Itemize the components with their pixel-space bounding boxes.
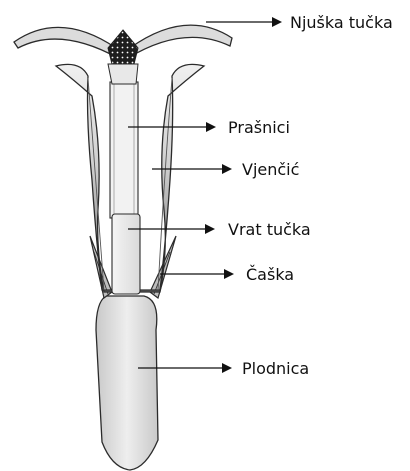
arrow-calyx <box>160 269 234 279</box>
style-shape <box>112 214 140 294</box>
label-stamens: Prašnici <box>228 118 290 137</box>
arrow-style <box>128 224 215 234</box>
stamens-shape <box>110 82 138 218</box>
label-ovary: Plodnica <box>242 359 309 378</box>
stigma-shape <box>14 25 232 84</box>
label-style: Vrat tučka <box>228 220 311 239</box>
label-calyx: Čaška <box>246 265 294 284</box>
ovary-shape <box>96 296 158 470</box>
label-corolla: Vjenčić <box>242 160 299 179</box>
arrow-stigma <box>206 17 282 27</box>
label-stigma: Njuška tučka <box>290 13 393 32</box>
